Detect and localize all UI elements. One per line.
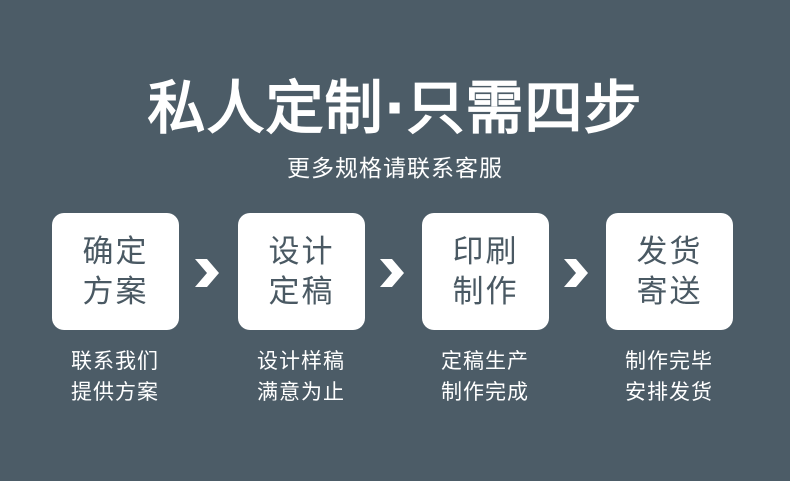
step-title-line1: 确定: [82, 233, 149, 270]
step-desc-line2: 制作完成: [441, 380, 529, 404]
step-card-4: 发货 寄送: [606, 213, 733, 330]
step-card-3: 印刷 制作: [422, 213, 549, 330]
step-title-line2: 定稿: [268, 273, 335, 310]
step-desc-line2: 满意为止: [257, 380, 345, 404]
page-title: 私人定制·只需四步: [147, 74, 643, 142]
step-desc-line1: 联系我们: [71, 349, 159, 373]
chevron-right-icon: [193, 257, 221, 289]
chevron-right-icon: [378, 257, 406, 289]
step-desc-line1: 制作完毕: [625, 349, 713, 373]
step-desc-line2: 提供方案: [71, 380, 159, 404]
step-card-1: 确定 方案: [52, 213, 179, 330]
step-title-line2: 方案: [82, 273, 149, 310]
chevron-right-icon: [562, 257, 590, 289]
step-desc-line1: 定稿生产: [441, 349, 529, 373]
page-subtitle: 更多规格请联系客服: [287, 156, 503, 182]
step-title-line2: 寄送: [636, 273, 703, 310]
step-desc-1: 联系我们 提供方案: [35, 346, 195, 408]
step-desc-2: 设计样稿 满意为止: [221, 346, 381, 408]
step-desc-4: 制作完毕 安排发货: [589, 346, 749, 408]
step-desc-line1: 设计样稿: [257, 349, 345, 373]
step-title-line1: 设计: [268, 233, 335, 270]
step-desc-line2: 安排发货: [625, 380, 713, 404]
step-desc-3: 定稿生产 制作完成: [405, 346, 565, 408]
step-title-line1: 发货: [636, 233, 703, 270]
step-title-line1: 印刷: [452, 233, 519, 270]
step-title-line2: 制作: [452, 273, 519, 310]
step-card-2: 设计 定稿: [238, 213, 365, 330]
